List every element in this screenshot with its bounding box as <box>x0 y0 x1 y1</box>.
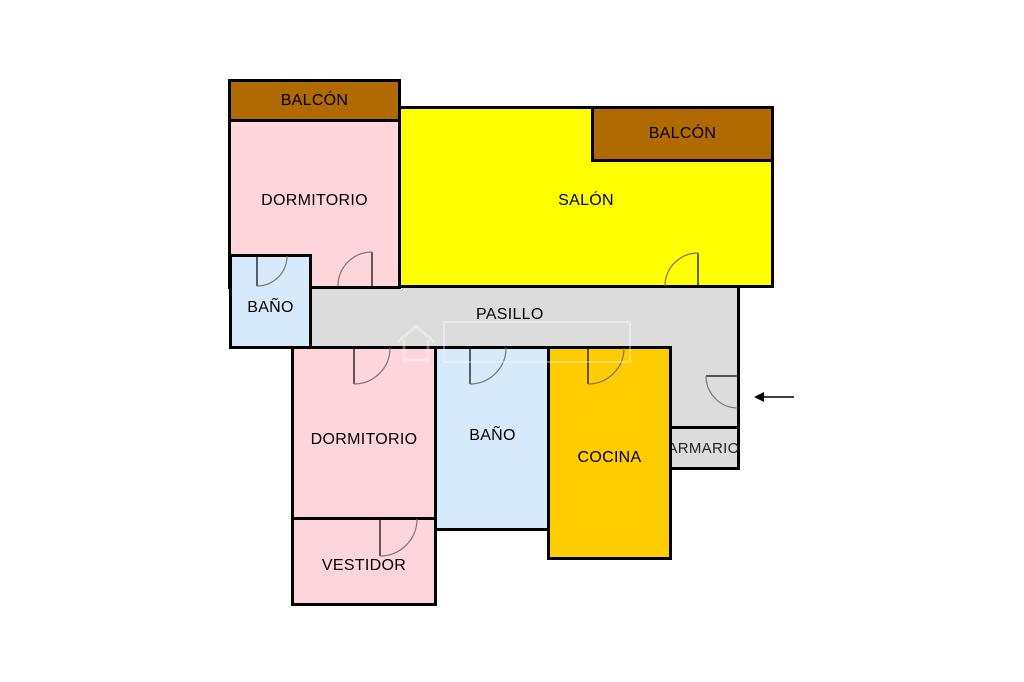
room-label-salon: SALÓN <box>558 192 614 209</box>
room-balcon-left: BALCÓN <box>228 79 401 122</box>
room-label-bano-small: BAÑO <box>247 298 294 316</box>
room-label-balcon-left: BALCÓN <box>280 91 349 109</box>
door-swing-icon <box>587 347 625 385</box>
room-bano-small: BAÑO <box>229 254 312 349</box>
room-label-balcon-right: BALCÓN <box>648 125 717 142</box>
room-label-dormitorio-bottom: DORMITORIO <box>310 430 418 448</box>
room-balcon-right: BALCÓN <box>591 106 774 162</box>
room-label-cocina: COCINA <box>577 449 642 466</box>
room-label-pasillo: PASILLO <box>476 306 544 323</box>
door-swing-icon <box>256 255 288 287</box>
arrow-left-icon <box>754 392 794 402</box>
room-label-armario: ARMARIO <box>667 439 740 457</box>
door-swing-icon <box>379 518 418 557</box>
room-label-vestidor: VESTIDOR <box>321 556 407 574</box>
room-label-dormitorio-top: DORMITORIO <box>261 192 368 209</box>
room-cocina: COCINA <box>547 346 672 560</box>
door-swing-icon <box>705 375 739 409</box>
door-swing-icon <box>337 251 373 287</box>
room-label-bano-main: BAÑO <box>469 426 516 444</box>
room-vestidor: VESTIDOR <box>291 517 437 606</box>
door-swing-icon <box>469 347 507 385</box>
house-logo-icon <box>397 321 631 363</box>
door-swing-icon <box>353 347 391 385</box>
door-swing-icon <box>664 252 699 287</box>
